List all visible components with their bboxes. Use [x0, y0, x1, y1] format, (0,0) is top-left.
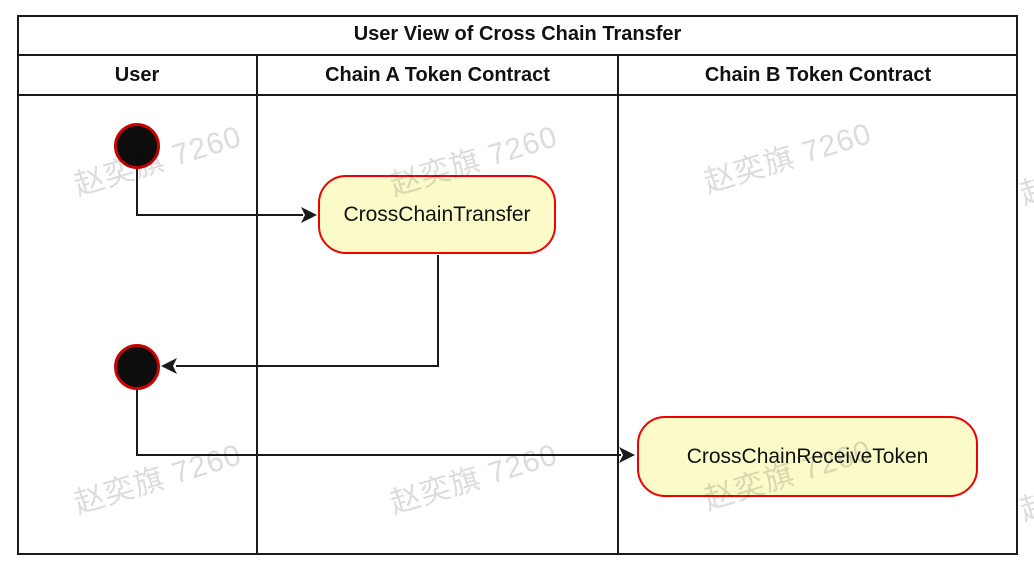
lane-label: Chain A Token Contract: [325, 63, 550, 86]
lane-header-chain-b: Chain B Token Contract: [618, 56, 1018, 94]
lane-label: Chain B Token Contract: [704, 63, 932, 86]
diagram-title: User View of Cross Chain Transfer: [353, 23, 682, 45]
lane-divider-chain-a-chain-b: [617, 56, 619, 555]
initial-node-2: [114, 344, 160, 390]
lane-header-user: User: [17, 56, 257, 94]
action-label: CrossChainTransfer: [343, 202, 531, 226]
lane-header-chain-a: Chain A Token Contract: [257, 56, 618, 94]
action-node-crosschainreceivetoken: CrossChainReceiveToken: [637, 416, 978, 497]
lane-header-row: User Chain A Token Contract Chain B Toke…: [17, 56, 1018, 96]
lane-label: User: [114, 63, 160, 86]
diagram-title-bar: User View of Cross Chain Transfer: [17, 15, 1018, 56]
lane-divider-user-chain-a: [256, 56, 258, 555]
action-node-crosschaintransfer: CrossChainTransfer: [318, 175, 556, 254]
action-label: CrossChainReceiveToken: [686, 444, 929, 468]
initial-node-1: [114, 123, 160, 169]
diagram-frame: [17, 15, 1018, 555]
